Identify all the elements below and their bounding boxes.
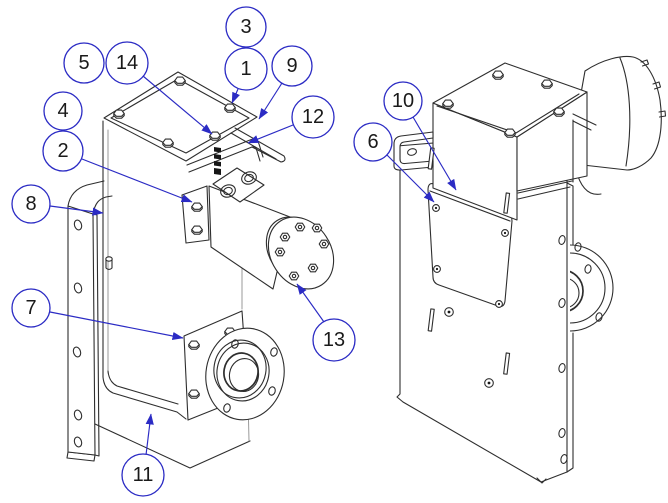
rear-flange-hub	[570, 270, 584, 312]
cover-edge-line	[429, 190, 511, 222]
flange-plate-bolt-2	[188, 389, 200, 399]
rear-flange-ring	[570, 252, 606, 324]
balloon-10	[383, 81, 423, 121]
motor-cap-seam	[619, 57, 631, 167]
balloon-2	[42, 130, 84, 172]
motor-flange-block	[181, 185, 210, 244]
balloon-11	[121, 453, 165, 497]
rear-gearbox	[432, 62, 597, 221]
panel-bottom-edge	[94, 423, 251, 469]
flange-bolt-lower	[191, 225, 203, 235]
leader-arrow-12	[247, 124, 294, 144]
leader-arrow-1	[231, 88, 240, 104]
panel-stud	[105, 256, 113, 271]
balloon-1	[224, 47, 268, 91]
balloon-number-9: 9	[286, 55, 297, 77]
rear-plate-notch	[536, 477, 547, 484]
flange-plate-bolt-1	[188, 340, 200, 350]
left-assembly-drawing	[66, 71, 335, 469]
slot	[427, 308, 435, 332]
top-mounting-plate	[103, 71, 258, 162]
plate-rim	[110, 78, 250, 154]
leader-arrow-10	[412, 116, 457, 191]
balloon-number-1: 1	[240, 58, 251, 80]
leader-arrow-14	[142, 75, 213, 135]
balloon-number-3: 3	[240, 16, 251, 38]
motor-outline	[577, 55, 662, 171]
slot	[503, 352, 511, 375]
leader-arrow-8	[49, 205, 104, 216]
balloon-number-7: 7	[25, 297, 36, 319]
flange-hub-seam	[216, 342, 270, 402]
bracket-jog-outer	[67, 180, 105, 207]
leader-arrow-2	[81, 158, 193, 203]
plate-details	[427, 147, 511, 388]
slot	[427, 147, 435, 170]
balloon-14	[105, 41, 149, 85]
balloon-number-13: 13	[323, 329, 345, 351]
port-plate	[212, 167, 265, 203]
balloon-9	[271, 45, 313, 87]
leader-arrow-6	[386, 154, 435, 203]
rear-flange-outer	[570, 244, 614, 332]
rear-motor	[575, 55, 667, 195]
balloon-8	[11, 184, 51, 224]
flange-hub	[213, 339, 267, 399]
bracket-lip-outer	[234, 127, 286, 163]
balloon-13	[312, 318, 356, 362]
gearbox-top-rim	[436, 93, 580, 134]
balloon-number-10: 10	[392, 90, 414, 112]
motor-body	[208, 185, 291, 290]
balloon-number-8: 8	[25, 193, 36, 215]
balloon-6	[353, 122, 393, 162]
leader-arrow-9	[258, 82, 283, 120]
side-bracket-strip	[66, 180, 113, 462]
balloon-7	[11, 288, 51, 328]
plate-top-edge-lines	[517, 180, 573, 200]
threaded-stud	[214, 147, 221, 175]
right-assembly-drawing	[393, 55, 667, 484]
channel-bracket	[393, 131, 434, 171]
rivet	[444, 307, 454, 317]
balloon-number-11: 11	[133, 464, 154, 486]
bottom-lip-outer	[102, 376, 187, 420]
output-flange	[205, 327, 285, 421]
balloon-number-2: 2	[57, 140, 68, 162]
bracket-holes	[72, 219, 83, 448]
leader-arrow-11	[145, 413, 154, 456]
channel-outline	[393, 131, 434, 171]
motor-notches	[640, 59, 667, 118]
channel-hole	[407, 148, 417, 156]
rear-flange-bore	[570, 278, 580, 308]
balloon-5	[63, 42, 105, 84]
leader-arrow-13	[296, 283, 325, 323]
hydraulic-motor	[208, 167, 335, 290]
rivet	[484, 378, 494, 388]
balloon-12	[291, 95, 335, 139]
rear-plate-thickness	[566, 182, 574, 473]
flange-bolt-upper	[191, 202, 203, 212]
balloon-number-14: 14	[116, 52, 138, 74]
rear-output-flange	[570, 242, 614, 332]
motor-mount-edges	[572, 113, 597, 183]
body-panel	[94, 120, 251, 469]
leader-arrow-7	[49, 311, 184, 341]
bracket-lip-inner	[230, 132, 277, 160]
balloon-3	[225, 6, 267, 48]
balloon-number-12: 12	[302, 106, 324, 128]
bottom-lip-inner	[107, 370, 179, 405]
slot	[503, 192, 511, 214]
balloon-4	[43, 91, 83, 131]
rear-plate-edge-holes	[558, 235, 568, 464]
balloon-number-6: 6	[367, 131, 378, 153]
flange-bore-inner	[228, 358, 260, 392]
flange-bolt-holes	[223, 339, 278, 413]
balloon-number-4: 4	[57, 100, 68, 122]
balloon-number-5: 5	[78, 52, 89, 74]
